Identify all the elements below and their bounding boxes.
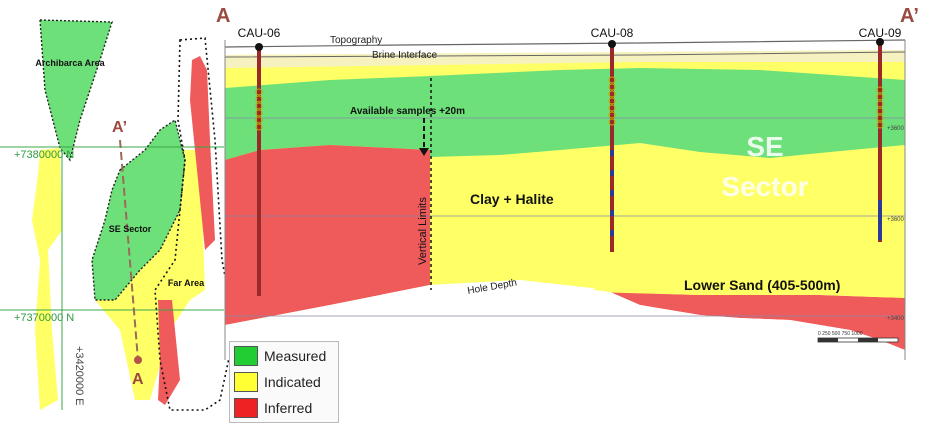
scale-bar-label: 0 250 500 750 1000	[818, 331, 863, 337]
section-upper-band	[225, 50, 905, 68]
map-grid-label-east: +3420000 E	[73, 346, 85, 406]
section-lower-sand-inferred	[610, 292, 905, 350]
scale-bar	[817, 337, 899, 343]
well-cau-09-collar	[876, 38, 884, 46]
available-samples-arrowhead	[419, 148, 429, 156]
section-marker-a: A	[216, 5, 230, 27]
plan-map	[0, 19, 236, 411]
legend-label-indicated: Indicated	[264, 374, 321, 390]
se-sector-label-line1: SE	[746, 131, 783, 162]
elevation-tick-2: +3600	[887, 217, 905, 223]
legend-item-indicated: Indicated	[234, 370, 334, 394]
section-marker-a-prime: A’	[900, 5, 919, 27]
section-lower-sand-zone	[590, 255, 905, 298]
legend-item-measured: Measured	[234, 344, 334, 368]
brine-interface-line	[224, 51, 906, 58]
map-marker-a: A	[132, 371, 144, 388]
legend-swatch-indicated	[234, 372, 258, 392]
map-grid-label-north-1: +7380000 N	[14, 149, 74, 161]
map-far-area-label: Far Area	[168, 278, 205, 288]
well-label-cau-09: CAU-09	[859, 26, 902, 40]
well-cau-09-samples	[876, 86, 884, 129]
cross-section	[224, 38, 906, 360]
se-sector-label-line2: Sector	[721, 171, 808, 202]
map-archibarca-label: Archibarca Area	[35, 58, 105, 68]
legend-item-inferred: Inferred	[234, 396, 334, 420]
section-below-hole-depth	[225, 280, 905, 360]
elevation-tick-1: +3600	[887, 126, 905, 132]
topography-label: Topography	[330, 35, 382, 46]
lower-sand-label: Lower Sand (405-500m)	[684, 277, 840, 293]
map-grid-label-north-2: +7370000 N	[14, 312, 74, 324]
well-cau-08-collar	[608, 40, 616, 48]
topography-line	[224, 39, 906, 48]
map-marker-a-prime: A’	[112, 119, 127, 136]
map-se-sector	[91, 118, 186, 301]
well-label-cau-06: CAU-06	[238, 26, 281, 40]
well-cau-06-samples	[255, 88, 263, 131]
section-inferred-zone	[225, 145, 430, 325]
legend: Measured Indicated Inferred	[229, 341, 339, 423]
map-far-area	[190, 56, 215, 250]
section-measured-zone	[225, 68, 905, 160]
map-indicated-zone	[32, 148, 62, 410]
brine-interface-label: Brine Interface	[372, 50, 437, 61]
well-label-cau-08: CAU-08	[591, 26, 634, 40]
well-cau-08-samples	[608, 76, 616, 126]
available-samples-label: Available samples +20m	[350, 106, 465, 117]
map-section-end-dot	[134, 356, 142, 364]
legend-label-inferred: Inferred	[264, 400, 313, 416]
clay-halite-label: Clay + Halite	[470, 191, 554, 207]
legend-swatch-inferred	[234, 398, 258, 418]
legend-swatch-measured	[234, 346, 258, 366]
map-archibarca-area	[39, 19, 113, 162]
map-section-line	[119, 139, 139, 361]
legend-label-measured: Measured	[264, 348, 327, 364]
elevation-tick-3: +3400	[887, 316, 905, 322]
map-se-sector-label: SE Sector	[109, 224, 152, 234]
well-cau-06-collar	[255, 43, 263, 51]
vertical-limits-label: Vertical Limits	[417, 197, 429, 265]
